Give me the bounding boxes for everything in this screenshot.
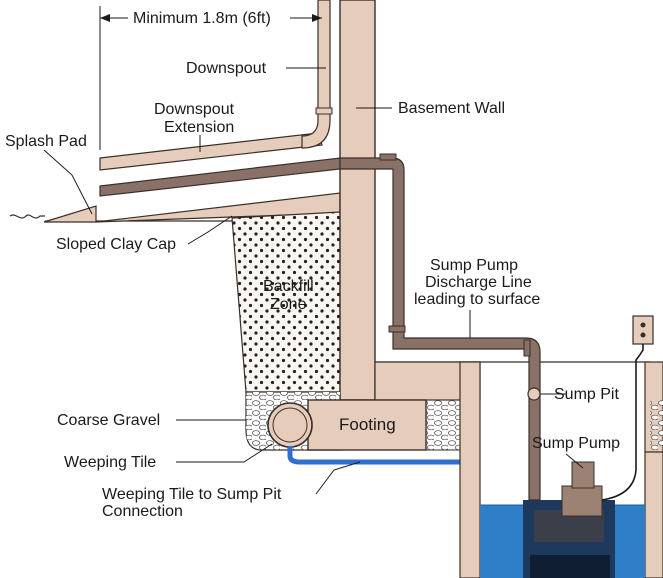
minimum-distance-label: Minimum 1.8m (6ft) <box>133 10 271 27</box>
sump-pump-label: Sump Pump <box>532 435 620 452</box>
basement-wall-label: Basement Wall <box>398 100 505 117</box>
backfill-zone-label-line1: Backfill <box>263 278 314 295</box>
sump-pit-label: Sump Pit <box>554 386 619 403</box>
backfill-zone-label-line2: Zone <box>270 296 307 313</box>
downspout <box>301 0 331 149</box>
weeping-tile <box>267 402 313 448</box>
downspout-extension-label-line2: Extension <box>164 119 234 136</box>
connection-label-line1: Weeping Tile to Sump Pit <box>102 486 282 503</box>
power-cord <box>601 344 644 501</box>
minimum-distance-marker <box>99 6 322 150</box>
electrical-outlet <box>632 315 654 345</box>
discharge-line <box>99 153 541 501</box>
footing <box>307 399 427 451</box>
downspout-extension-label-line1: Downspout <box>154 101 235 118</box>
discharge-line-label-line1: Sump Pump <box>430 257 518 274</box>
downspout-label: Downspout <box>186 60 267 77</box>
sump-pump <box>523 461 615 578</box>
connection-label-line2: Connection <box>102 503 183 520</box>
splash-pad-label: Splash Pad <box>5 133 87 150</box>
sloped-clay-cap-label: Sloped Clay Cap <box>56 236 176 253</box>
leader-lines <box>43 67 584 495</box>
basement-wall <box>339 0 376 401</box>
weeping-tile-label: Weeping Tile <box>64 454 156 471</box>
discharge-line-label-line2: Discharge Line <box>425 274 532 291</box>
weeping-tile-connection <box>287 446 481 510</box>
coarse-gravel-label: Coarse Gravel <box>57 412 160 429</box>
discharge-line-label-line3: leading to surface <box>414 291 540 308</box>
splash-pad <box>43 205 97 223</box>
footing-label: Footing <box>339 415 396 434</box>
downspout-extension <box>99 132 323 171</box>
